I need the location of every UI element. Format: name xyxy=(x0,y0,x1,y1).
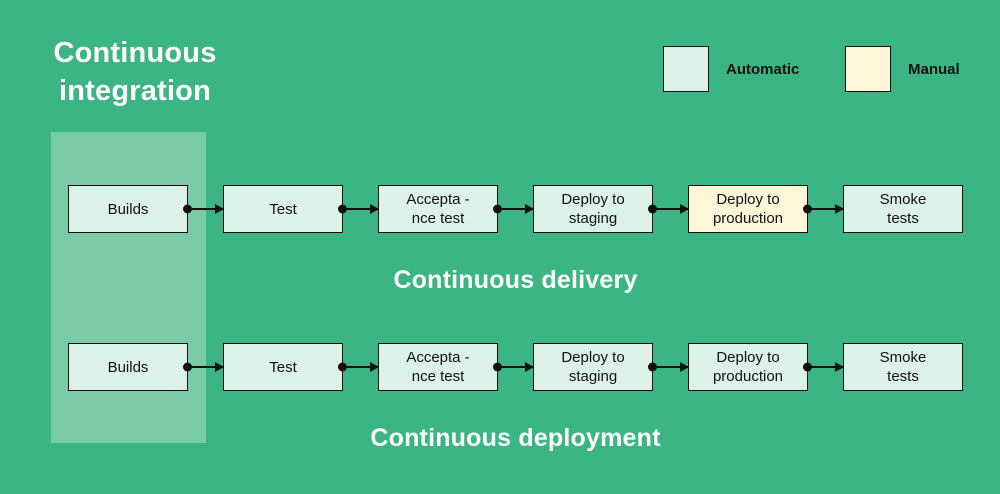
arrow-dot-icon xyxy=(493,204,502,214)
arrow-head-icon xyxy=(525,204,534,214)
manual-swatch-icon xyxy=(845,46,891,92)
arrow-line xyxy=(651,208,688,210)
flow-connector xyxy=(648,343,689,391)
step-smoke-tests: Smoke tests xyxy=(843,343,963,391)
step-acceptance-test: Accepta - nce test xyxy=(378,343,498,391)
step-smoke-tests: Smoke tests xyxy=(843,185,963,233)
step-builds: Builds xyxy=(68,185,188,233)
flow-connector xyxy=(183,185,224,233)
arrow-head-icon xyxy=(525,362,534,372)
arrow-dot-icon xyxy=(183,204,192,214)
arrow-line xyxy=(496,208,533,210)
arrow-dot-icon xyxy=(648,362,657,372)
arrow-line xyxy=(186,366,223,368)
arrow-head-icon xyxy=(215,362,224,372)
arrow-head-icon xyxy=(370,204,379,214)
legend-item-manual: Manual xyxy=(845,46,960,92)
arrow-dot-icon xyxy=(338,204,347,214)
arrow-line xyxy=(806,366,843,368)
step-deploy-staging: Deploy to staging xyxy=(533,343,653,391)
legend-label-manual: Manual xyxy=(908,60,960,78)
arrow-line xyxy=(341,208,378,210)
step-deploy-production: Deploy to production xyxy=(688,185,808,233)
arrow-dot-icon xyxy=(648,204,657,214)
arrow-dot-icon xyxy=(803,362,812,372)
step-deploy-production: Deploy to production xyxy=(688,343,808,391)
flow-connector xyxy=(803,185,844,233)
arrow-dot-icon xyxy=(493,362,502,372)
step-test: Test xyxy=(223,185,343,233)
row-label-deployment: Continuous deployment xyxy=(370,424,661,452)
step-deploy-staging: Deploy to staging xyxy=(533,185,653,233)
flow-connector xyxy=(493,185,534,233)
arrow-dot-icon xyxy=(183,362,192,372)
arrow-line xyxy=(186,208,223,210)
arrow-dot-icon xyxy=(803,204,812,214)
arrow-head-icon xyxy=(835,362,844,372)
pipeline-row-deployment: Builds Test Accepta - nce test Deploy to… xyxy=(68,343,963,391)
arrow-line xyxy=(341,366,378,368)
automatic-swatch-icon xyxy=(663,46,709,92)
pipeline-row-delivery: Builds Test Accepta - nce test Deploy to… xyxy=(68,185,963,233)
arrow-line xyxy=(496,366,533,368)
arrow-line xyxy=(651,366,688,368)
legend-label-automatic: Automatic xyxy=(726,60,800,78)
step-test: Test xyxy=(223,343,343,391)
step-acceptance-test: Accepta - nce test xyxy=(378,185,498,233)
arrow-head-icon xyxy=(370,362,379,372)
arrow-head-icon xyxy=(680,362,689,372)
flow-connector xyxy=(183,343,224,391)
arrow-head-icon xyxy=(215,204,224,214)
row-label-delivery: Continuous delivery xyxy=(393,266,638,294)
flow-connector xyxy=(493,343,534,391)
arrow-head-icon xyxy=(835,204,844,214)
flow-connector xyxy=(338,343,379,391)
flow-connector xyxy=(803,343,844,391)
flow-connector xyxy=(648,185,689,233)
ci-scope-band xyxy=(51,132,206,443)
legend-item-automatic: Automatic xyxy=(663,46,799,92)
flow-connector xyxy=(338,185,379,233)
diagram-title: Continuous integration xyxy=(53,37,217,107)
arrow-head-icon xyxy=(680,204,689,214)
step-builds: Builds xyxy=(68,343,188,391)
arrow-dot-icon xyxy=(338,362,347,372)
arrow-line xyxy=(806,208,843,210)
